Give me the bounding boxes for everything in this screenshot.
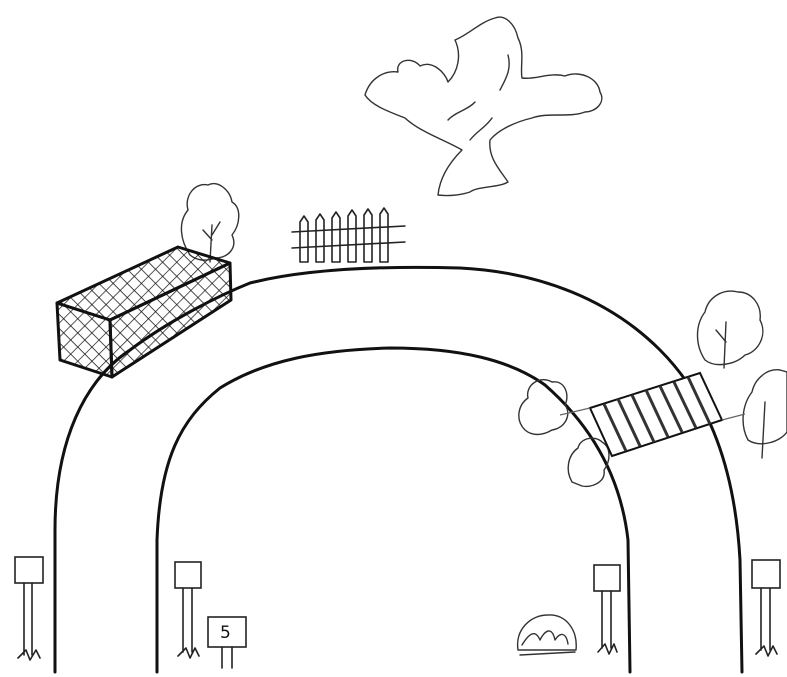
striped-bridge-icon xyxy=(559,371,746,458)
lattice-crate-icon xyxy=(55,245,233,379)
large-tree-icon xyxy=(364,16,603,197)
bushes-left-icon xyxy=(518,379,610,488)
fence-icon xyxy=(291,207,406,263)
marker-number: 5 xyxy=(220,623,231,643)
signpost-right-outer xyxy=(751,559,781,657)
signpost-left-outer xyxy=(14,556,44,661)
bushes-right-icon xyxy=(696,290,787,459)
track-inner-edge xyxy=(155,346,632,674)
signpost-right-inner xyxy=(593,564,621,655)
rock-signature-icon xyxy=(516,614,577,656)
signpost-left-inner xyxy=(174,561,202,659)
number-marker-sign: 5 xyxy=(207,616,247,669)
